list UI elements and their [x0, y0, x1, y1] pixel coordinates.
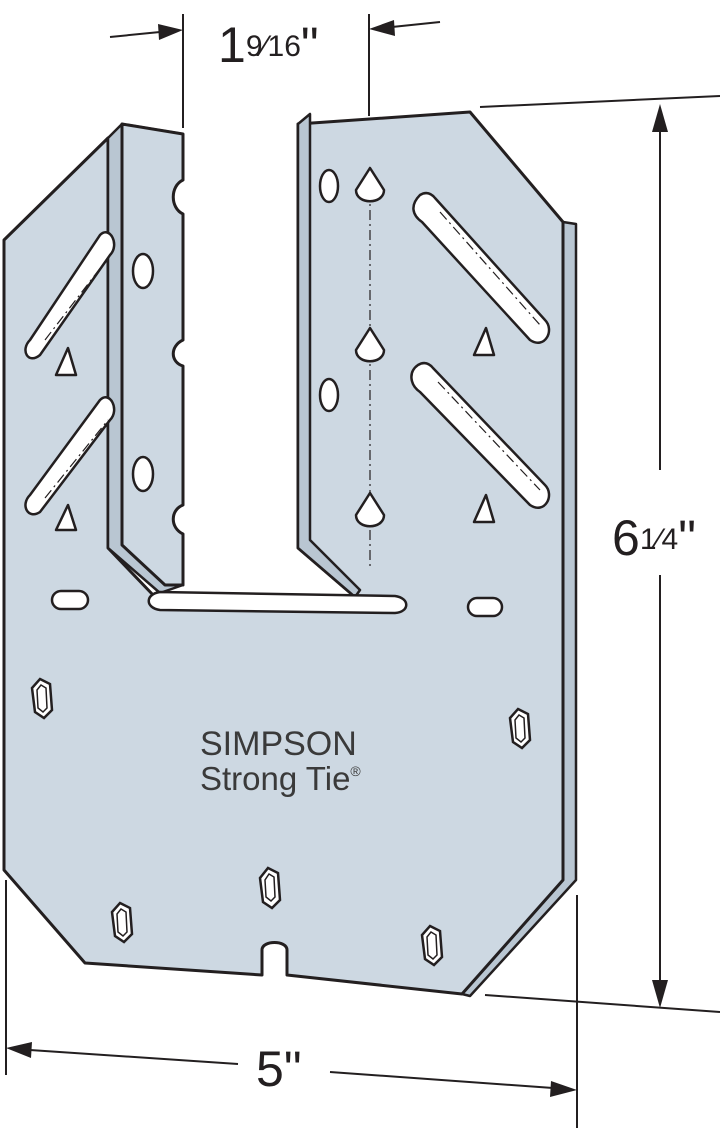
extension-line-bottom	[484, 994, 720, 1013]
fastener-holes	[24, 166, 551, 967]
hex-hole	[30, 677, 54, 720]
short-slot	[466, 596, 504, 618]
triangle-hole	[54, 346, 78, 377]
brand-tagline: Strong Tie®	[200, 760, 361, 797]
back-plate	[2, 110, 565, 996]
centerline	[439, 211, 541, 326]
arrow-down-icon	[652, 980, 668, 1008]
diagonal-slot	[410, 361, 551, 509]
flange-hole	[131, 252, 155, 290]
dimple-icon	[354, 166, 386, 203]
top-gap-label: 19⁄16"	[218, 17, 319, 73]
arrow-left-icon	[369, 20, 395, 36]
right-flange	[296, 112, 362, 599]
diagonal-slot	[24, 231, 116, 360]
triangle-hole	[54, 503, 78, 532]
dimension-line-left-bottom	[29, 1049, 239, 1065]
height-label: 61⁄4"	[612, 510, 696, 566]
hex-hole	[420, 924, 444, 967]
triangle-hole	[472, 493, 496, 524]
hex-hole	[110, 901, 134, 944]
centerline	[44, 257, 109, 341]
left-flange-face	[120, 122, 185, 587]
dimension-line-right	[391, 21, 441, 28]
arrow-right-icon	[158, 24, 183, 40]
centerline	[44, 419, 109, 499]
width-dimension: 5"	[5, 880, 578, 1128]
triangle-hole	[472, 326, 496, 357]
plate-hole	[318, 377, 340, 413]
dimension-line-right-bottom	[329, 1071, 554, 1089]
dimension-line-left	[109, 31, 161, 38]
dimple-icon	[354, 491, 386, 528]
arrow-up-icon	[652, 104, 668, 132]
height-dimension: 61⁄4"	[479, 95, 720, 1013]
diagonal-slot	[24, 396, 116, 516]
dimple-icon	[354, 326, 386, 363]
diagonal-slot	[412, 191, 551, 344]
base-slot	[147, 590, 408, 615]
hex-hole	[508, 707, 532, 750]
brand-name: SIMPSON	[200, 725, 357, 763]
arrow-left-icon	[6, 1042, 32, 1058]
hex-hole	[258, 866, 282, 910]
flange-hole	[131, 455, 155, 493]
short-slot	[50, 589, 90, 611]
top-gap-dimension: 19⁄16"	[109, 14, 441, 128]
centerline	[437, 381, 541, 491]
plate-hole	[318, 168, 340, 204]
width-label: 5"	[256, 1041, 302, 1097]
arrow-right-icon	[550, 1081, 577, 1097]
extension-line-top	[479, 95, 720, 108]
bracket: SIMPSON Strong Tie®	[2, 110, 578, 998]
